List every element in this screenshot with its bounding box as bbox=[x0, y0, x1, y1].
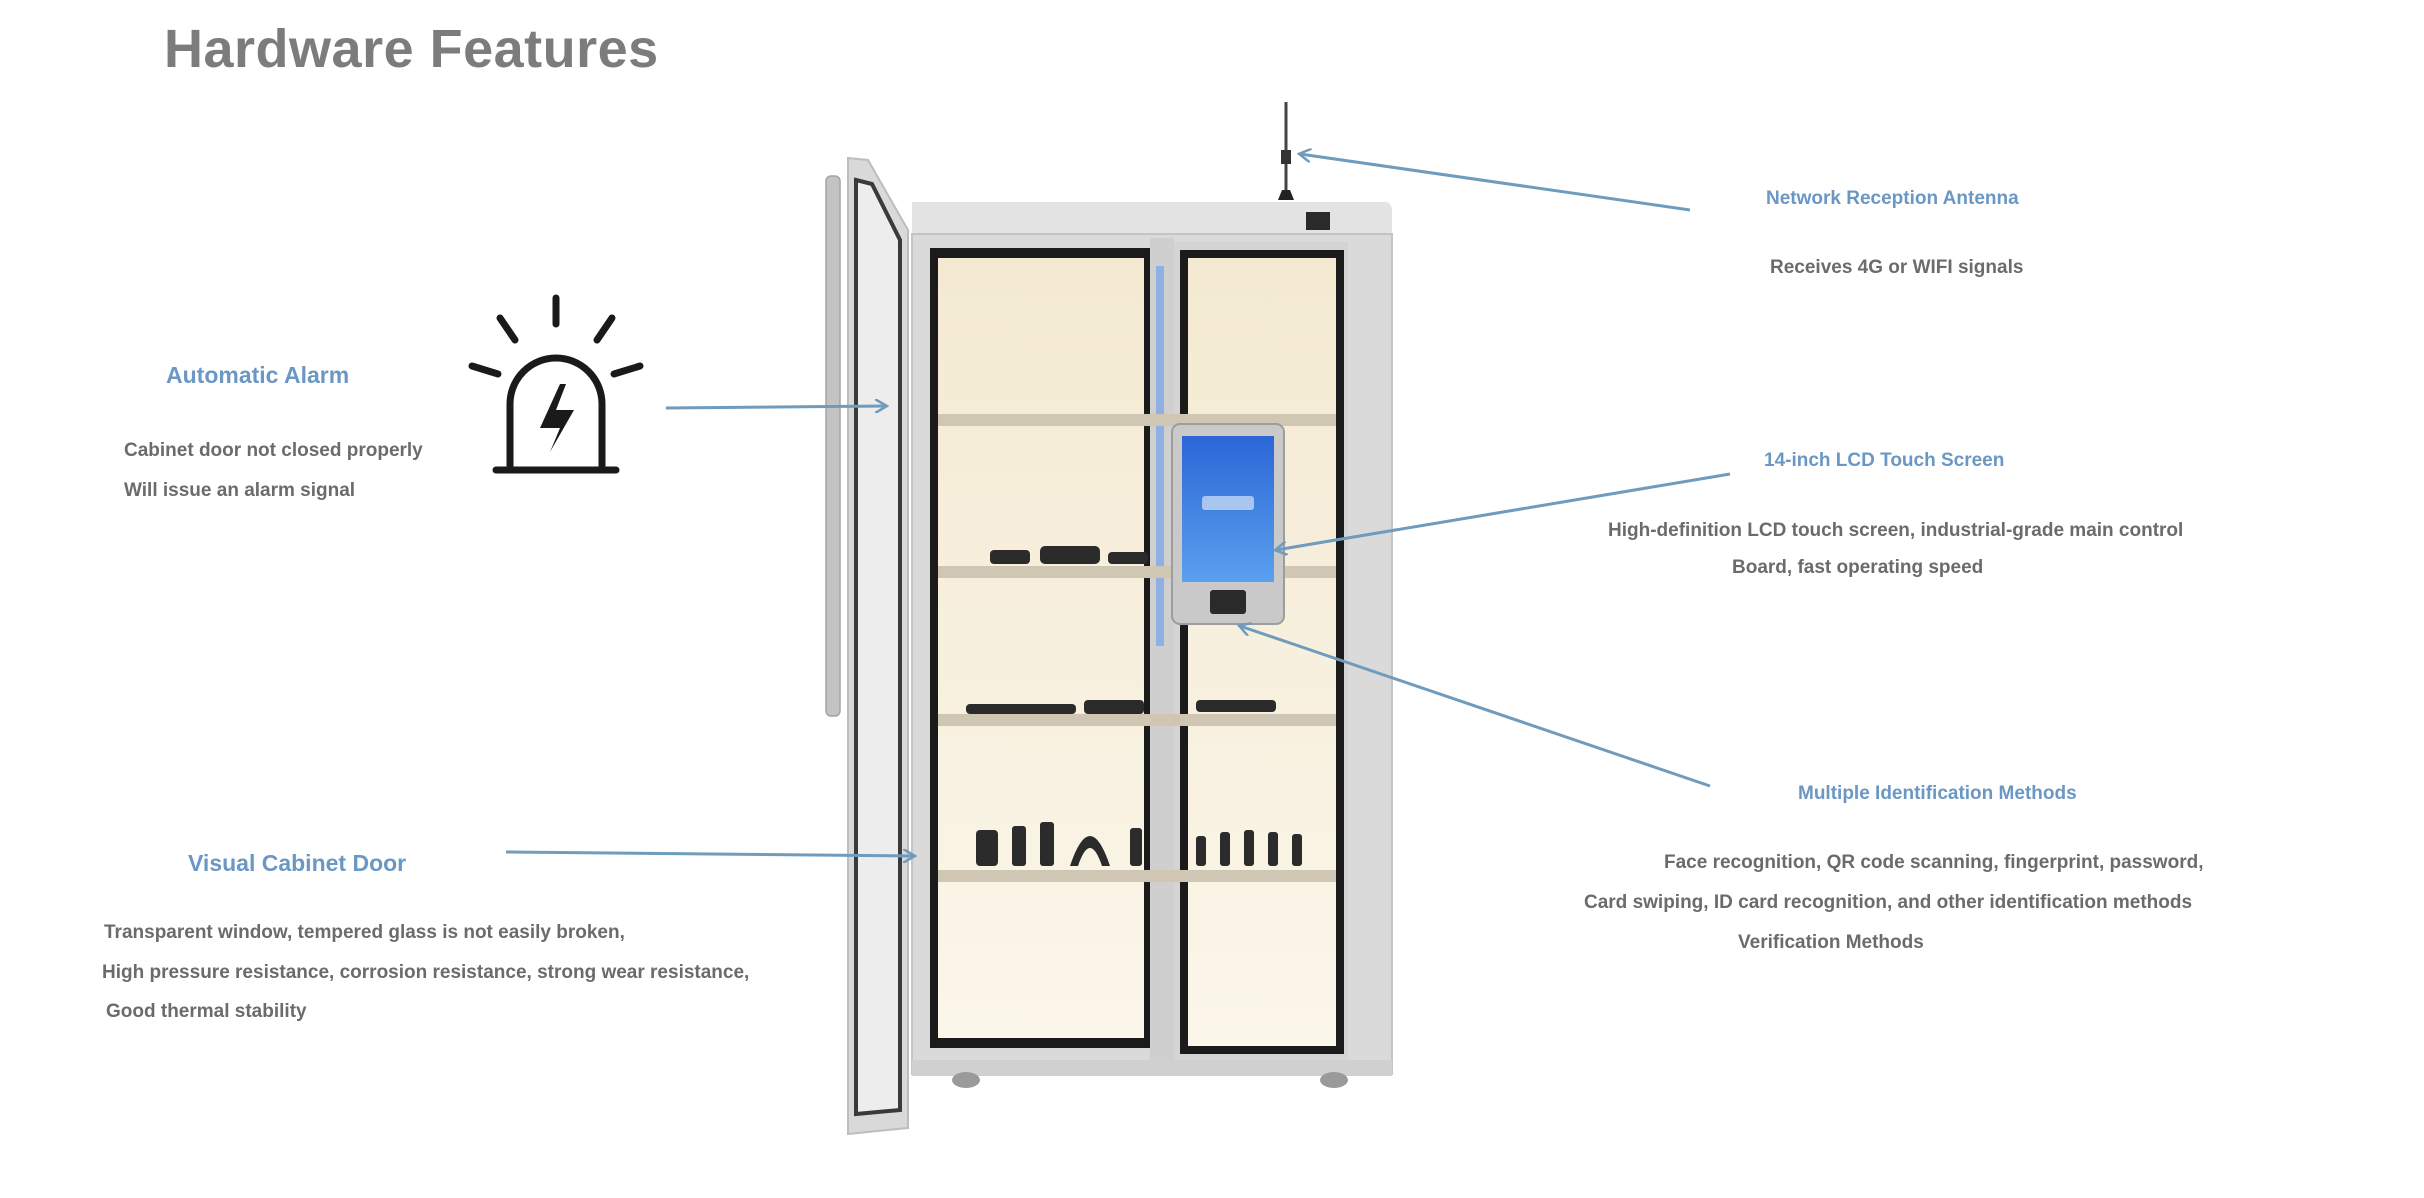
alarm-desc-line-2: Will issue an alarm signal bbox=[124, 480, 356, 501]
ident-desc-line-2: Card swiping, ID card recognition, and o… bbox=[1584, 892, 2193, 913]
arrow-door bbox=[505, 852, 914, 856]
door-desc-line-1: Transparent window, tempered glass is no… bbox=[104, 922, 625, 943]
page-title: Hardware Features bbox=[164, 19, 659, 79]
alarm-desc-line-1: Cabinet door not closed properly bbox=[124, 440, 423, 461]
screen-title: 14-inch LCD Touch Screen bbox=[1764, 450, 2005, 471]
screen-desc-line-2: Board, fast operating speed bbox=[1732, 557, 1984, 578]
antenna-desc-line-1: Receives 4G or WIFI signals bbox=[1770, 257, 2024, 278]
ident-desc-line-1: Face recognition, QR code scanning, fing… bbox=[1664, 852, 2204, 873]
ident-title: Multiple Identification Methods bbox=[1798, 783, 2077, 804]
door-desc-line-3: Good thermal stability bbox=[106, 1001, 307, 1022]
door-title: Visual Cabinet Door bbox=[188, 850, 407, 876]
arrow-antenna bbox=[1300, 154, 1691, 212]
arrow-ident bbox=[1240, 626, 1711, 788]
arrow-alarm bbox=[665, 406, 886, 408]
alarm-title: Automatic Alarm bbox=[166, 362, 350, 388]
screen-desc-line-1: High-definition LCD touch screen, indust… bbox=[1608, 520, 2184, 541]
cabinet-body bbox=[825, 156, 1393, 1136]
antenna bbox=[1278, 102, 1294, 200]
pointer-arrows bbox=[505, 154, 1731, 856]
arrow-screen bbox=[1276, 472, 1731, 550]
door-desc-line-2: High pressure resistance, corrosion resi… bbox=[102, 962, 750, 983]
alarm-light-icon bbox=[468, 294, 644, 474]
antenna-title: Network Reception Antenna bbox=[1766, 188, 2019, 209]
ident-desc-line-3: Verification Methods bbox=[1738, 932, 1924, 953]
